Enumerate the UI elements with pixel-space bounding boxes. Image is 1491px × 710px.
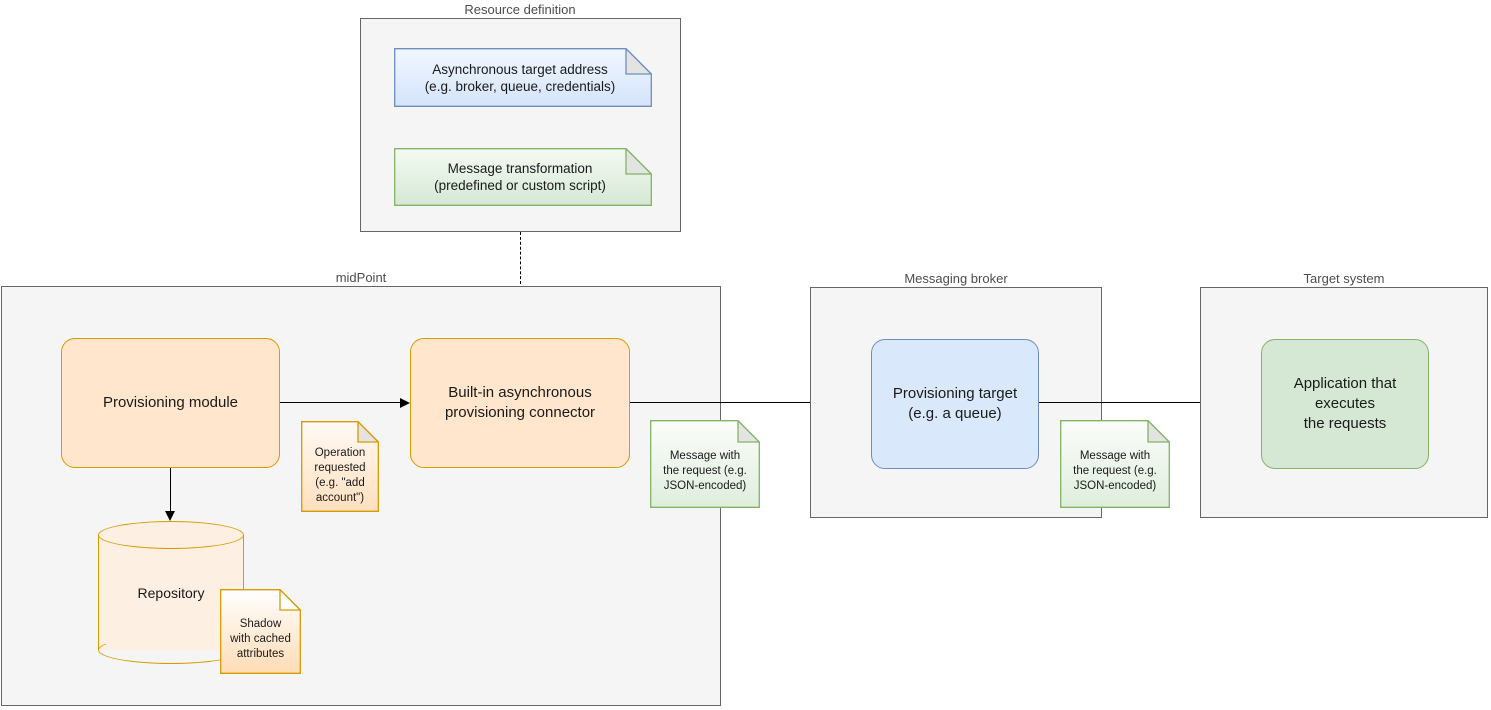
arrow-line-module-to-repository <box>170 468 172 516</box>
note-message-request-midpoint: Message with the request (e.g. JSON-enco… <box>650 420 760 508</box>
note-message-request-broker-text: Message with the request (e.g. JSON-enco… <box>1073 449 1157 492</box>
note-operation-requested-text: Operation requested (e.g. "add account") <box>314 446 366 504</box>
node-repository[interactable]: Repository <box>98 521 244 664</box>
note-async-target-address-text: Asynchronous target address (e.g. broker… <box>424 61 616 94</box>
node-provisioning-target[interactable]: Provisioning target (e.g. a queue) <box>871 339 1039 469</box>
note-shape-green-2 <box>650 420 760 508</box>
dashed-link-resource-to-connector <box>520 232 521 338</box>
midpoint-title: midPoint <box>335 270 387 285</box>
note-shape-green-3 <box>1060 420 1170 508</box>
arrow-head-module-to-repository <box>165 511 175 521</box>
note-message-transformation-text: Message transformation (predefined or cu… <box>434 161 606 193</box>
repository-body <box>98 535 244 650</box>
node-async-provisioning-connector[interactable]: Built-in asynchronous provisioning conne… <box>410 338 630 468</box>
note-message-request-broker: Message with the request (e.g. JSON-enco… <box>1060 420 1170 508</box>
note-operation-requested: Operation requested (e.g. "add account") <box>301 421 379 512</box>
note-shape-green <box>394 148 652 206</box>
arrow-line-connector-to-target <box>630 402 862 404</box>
repository-label: Repository <box>137 584 205 601</box>
arrow-line-target-to-application <box>1039 402 1254 404</box>
resource-definition-title: Resource definition <box>464 2 576 17</box>
arrow-line-module-to-connector <box>280 402 400 404</box>
note-shadow-cached-attributes-text: Shadow with cached attributes <box>230 618 291 660</box>
note-message-request-midpoint-text: Message with the request (e.g. JSON-enco… <box>663 449 747 492</box>
note-shadow-cached-attributes: Shadow with cached attributes <box>220 589 301 674</box>
node-provisioning-module[interactable]: Provisioning module <box>61 338 280 468</box>
note-shape-orange-1 <box>301 421 379 512</box>
note-message-transformation: Message transformation (predefined or cu… <box>394 148 652 206</box>
note-shape-orange-2 <box>220 589 301 674</box>
messaging-broker-title: Messaging broker <box>904 271 1008 286</box>
target-system-title: Target system <box>1303 271 1385 286</box>
repository-top-ellipse <box>98 521 244 549</box>
node-application-executes-requests[interactable]: Application that executes the requests <box>1261 339 1429 469</box>
note-async-target-address: Asynchronous target address (e.g. broker… <box>394 48 652 107</box>
note-shape-blue <box>394 48 652 107</box>
arrow-head-module-to-connector <box>400 398 410 408</box>
